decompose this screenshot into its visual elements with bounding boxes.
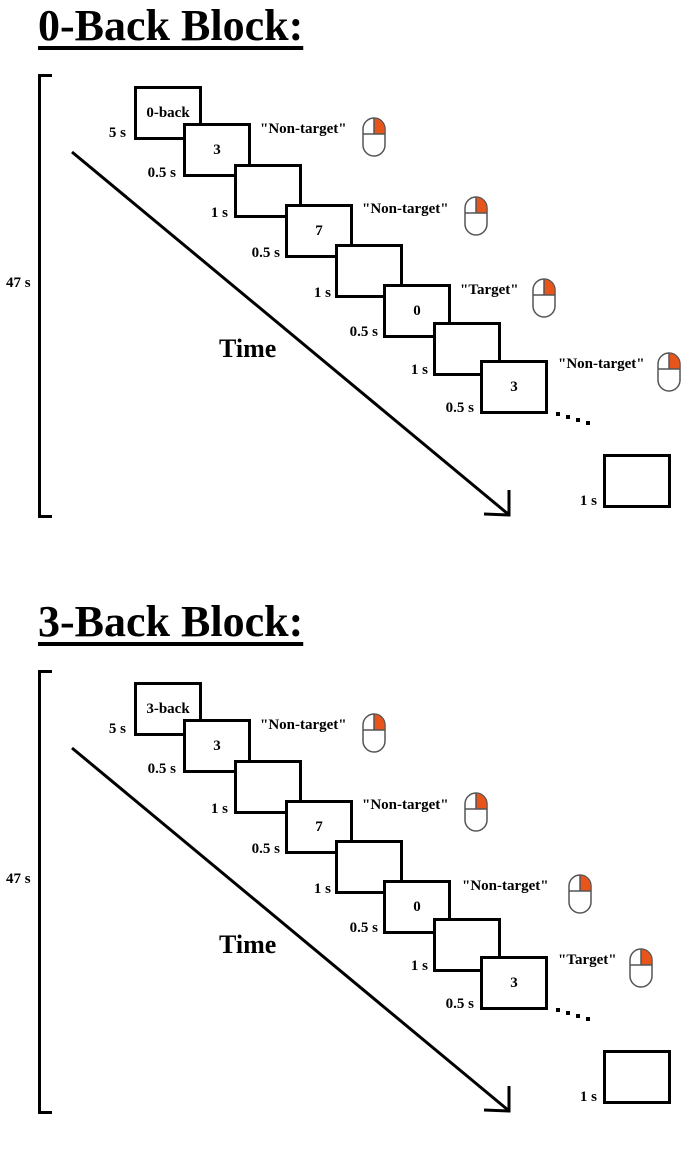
duration-label: 1 s — [313, 285, 331, 301]
time-label: Time — [219, 930, 277, 959]
duration-label: 0.5 s — [147, 761, 176, 777]
mouse-icon — [657, 352, 681, 392]
stimulus-screen — [603, 454, 671, 508]
duration-label: 1 s — [410, 958, 428, 974]
ellipsis-dots — [556, 1008, 590, 1021]
duration-label: 1 s — [210, 801, 228, 817]
duration-label: 0.5 s — [147, 165, 176, 181]
response-label: "Non-target" — [260, 121, 347, 137]
time-label: Time — [219, 334, 277, 363]
duration-bracket — [38, 670, 52, 1114]
duration-label: 0.5 s — [251, 841, 280, 857]
response-label: "Non-target" — [362, 797, 449, 813]
response-label: "Non-target" — [362, 201, 449, 217]
duration-label: 1 s — [579, 1089, 597, 1105]
time-arrow — [71, 746, 511, 1113]
duration-label: 0.5 s — [349, 324, 378, 340]
duration-label: 0.5 s — [445, 996, 474, 1012]
duration-label: 5 s — [108, 125, 126, 141]
duration-label: 5 s — [108, 721, 126, 737]
response-label: "Non-target" — [558, 356, 645, 372]
three-back-block: 3-Back Block: 47 s Time 3-back 3 7 0 3 5… — [0, 596, 686, 1156]
block-title: 3-Back Block: — [38, 597, 304, 646]
block-duration: 47 s — [6, 275, 31, 291]
stimulus-screen: 0-back — [134, 86, 202, 140]
mouse-icon — [568, 874, 592, 914]
time-arrow — [71, 150, 511, 517]
duration-label: 0.5 s — [445, 400, 474, 416]
mouse-icon — [464, 792, 488, 832]
duration-bracket — [38, 74, 52, 518]
mouse-icon — [532, 278, 556, 318]
duration-label: 1 s — [313, 881, 331, 897]
stimulus-screen — [603, 1050, 671, 1104]
response-label: "Non-target" — [260, 717, 347, 733]
mouse-icon — [362, 713, 386, 753]
mouse-icon — [464, 196, 488, 236]
response-label: "Non-target" — [462, 878, 549, 894]
duration-label: 1 s — [579, 493, 597, 509]
block-duration: 47 s — [6, 871, 31, 887]
ellipsis-dots — [556, 412, 590, 425]
response-label: "Target" — [460, 282, 519, 298]
block-title: 0-Back Block: — [38, 1, 304, 50]
response-label: "Target" — [558, 952, 617, 968]
duration-label: 1 s — [410, 362, 428, 378]
mouse-icon — [362, 117, 386, 157]
stimulus-screen: 7 — [285, 204, 353, 258]
duration-label: 0.5 s — [251, 245, 280, 261]
mouse-icon — [629, 948, 653, 988]
stimulus-screen: 3 — [480, 360, 548, 414]
stimulus-screen — [433, 918, 501, 972]
duration-label: 1 s — [210, 205, 228, 221]
zero-back-block: 0-Back Block: 47 s Time 0-back 3 7 0 3 5… — [0, 0, 686, 560]
stimulus-screen: 3 — [480, 956, 548, 1010]
duration-label: 0.5 s — [349, 920, 378, 936]
